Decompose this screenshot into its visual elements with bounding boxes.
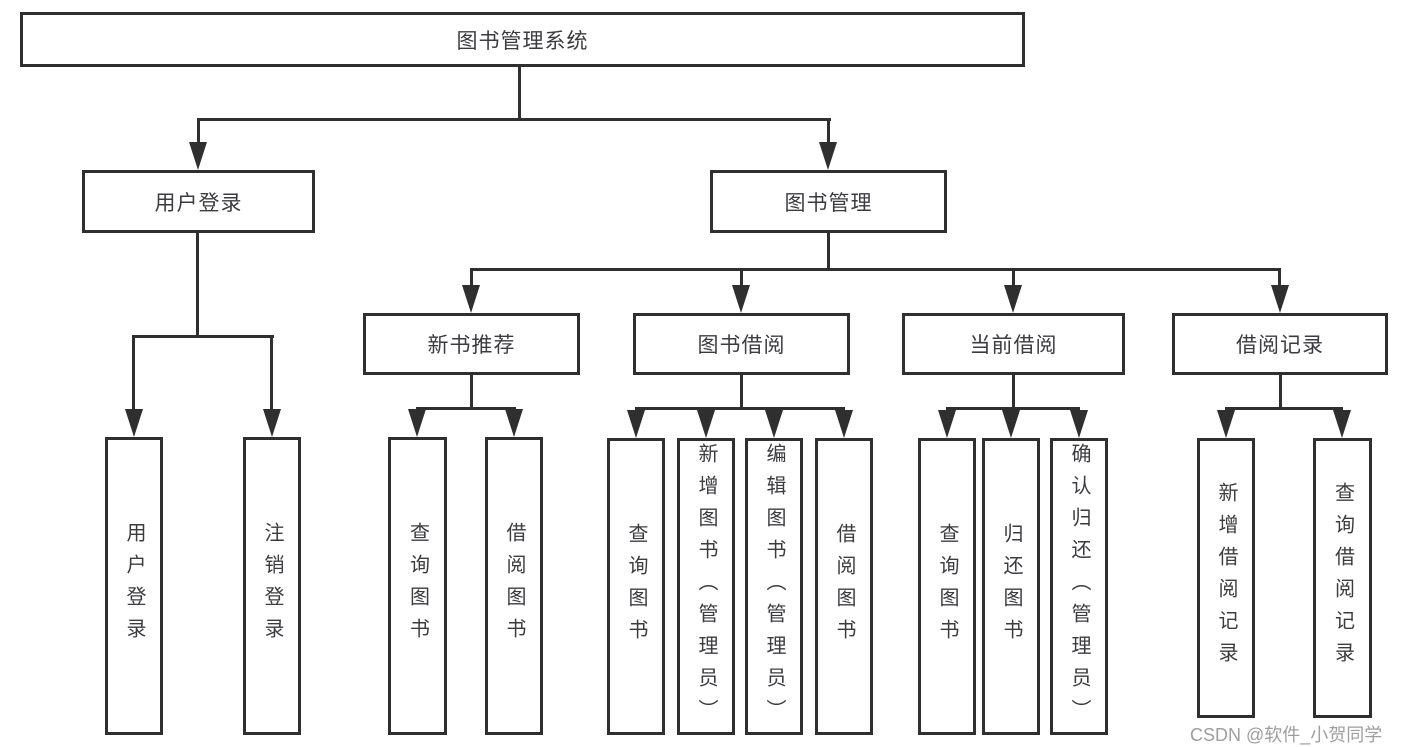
connector-line (470, 268, 473, 290)
connector-line (827, 118, 830, 146)
connector-line (132, 335, 274, 338)
connector-line (197, 118, 831, 121)
connector-line (740, 268, 743, 290)
leaf-query-books: 查询图书 (918, 438, 976, 735)
arrow-down-icon (462, 285, 480, 313)
leaf-label: 查询借阅记录 (1331, 482, 1354, 674)
leaf-query-books: 查询图书 (388, 437, 447, 735)
connector-line (470, 375, 473, 407)
leaf-add-borrow-record: 新增借阅记录 (1197, 438, 1255, 718)
arrow-down-icon (732, 285, 750, 313)
leaf-label: 查询图书 (406, 522, 429, 650)
arrow-down-icon (263, 409, 281, 437)
connector-line (635, 407, 845, 410)
arrow-down-icon (408, 409, 426, 437)
node-current-borrowing: 当前借阅 (902, 313, 1125, 375)
connector-line (946, 407, 1080, 410)
arrow-down-icon (938, 410, 956, 438)
arrow-down-icon (1217, 410, 1235, 438)
leaf-borrow-books: 借阅图书 (815, 438, 873, 735)
connector-line (518, 67, 521, 118)
arrow-down-icon (189, 142, 207, 170)
connector-line (132, 335, 135, 413)
arrow-down-icon (1002, 410, 1020, 438)
arrow-down-icon (125, 409, 143, 437)
node-label: 图书管理系统 (456, 29, 589, 53)
arrow-down-icon (1271, 285, 1289, 313)
leaf-query-borrow-record: 查询借阅记录 (1313, 438, 1372, 718)
arrow-down-icon (505, 409, 523, 437)
arrow-down-icon (835, 410, 853, 438)
leaf-label: 注销登录 (261, 522, 283, 650)
leaf-label: 借阅图书 (503, 522, 525, 650)
leaf-return-books: 归还图书 (982, 438, 1040, 735)
arrow-down-icon (627, 410, 645, 438)
node-label: 图书管理 (784, 191, 873, 215)
connector-line (1012, 268, 1015, 290)
node-book-borrowing: 图书借阅 (633, 313, 850, 375)
connector-line (470, 268, 1281, 271)
connector-line (740, 375, 743, 407)
connector-line (1225, 407, 1343, 410)
connector-line (270, 335, 273, 413)
arrow-down-icon (1004, 285, 1022, 313)
arrow-down-icon (819, 142, 837, 170)
leaf-user-login: 用户登录 (105, 437, 163, 735)
arrow-down-icon (1333, 410, 1351, 438)
leaf-add-books-admin: 新增图书（管理员） (677, 438, 735, 735)
arrow-down-icon (697, 410, 715, 438)
leaf-borrow-books: 借阅图书 (485, 437, 543, 735)
node-user-login: 用户登录 (82, 170, 315, 233)
leaf-label: 编辑图书（管理员） (763, 442, 785, 731)
connector-line (196, 233, 199, 335)
node-label: 当前借阅 (969, 334, 1058, 357)
leaf-label: 确认归还（管理员） (1068, 442, 1090, 731)
csdn-watermark: CSDN @软件_小贺同学 (1190, 725, 1383, 745)
node-label: 用户登录 (154, 191, 243, 215)
node-new-book-recommend: 新书推荐 (363, 313, 580, 375)
leaf-label: 用户登录 (123, 522, 145, 650)
node-label: 借阅记录 (1236, 334, 1324, 357)
connector-line (827, 233, 830, 268)
node-label: 图书借阅 (697, 334, 786, 357)
node-borrowing-records: 借阅记录 (1172, 313, 1388, 375)
arrow-down-icon (765, 410, 783, 438)
node-label: 新书推荐 (427, 334, 516, 357)
node-book-management: 图书管理 (710, 170, 947, 233)
connector-line (1278, 268, 1281, 290)
leaf-label: 查询图书 (936, 522, 958, 651)
leaf-label: 查询图书 (625, 522, 647, 651)
leaf-label: 新增借阅记录 (1215, 482, 1237, 674)
leaf-edit-books-admin: 编辑图书（管理员） (745, 438, 803, 735)
connector-line (197, 118, 200, 146)
connector-line (1012, 375, 1015, 407)
connector-line (1279, 375, 1282, 407)
leaf-label: 借阅图书 (833, 522, 855, 651)
leaf-confirm-return-admin: 确认归还（管理员） (1050, 438, 1108, 735)
leaf-query-books: 查询图书 (607, 438, 665, 735)
connector-line (416, 407, 516, 410)
arrow-down-icon (1070, 410, 1088, 438)
leaf-logout: 注销登录 (243, 437, 301, 735)
leaf-label: 新增图书（管理员） (695, 442, 717, 731)
leaf-label: 归还图书 (1000, 522, 1022, 651)
node-library-management-system: 图书管理系统 (20, 12, 1025, 67)
